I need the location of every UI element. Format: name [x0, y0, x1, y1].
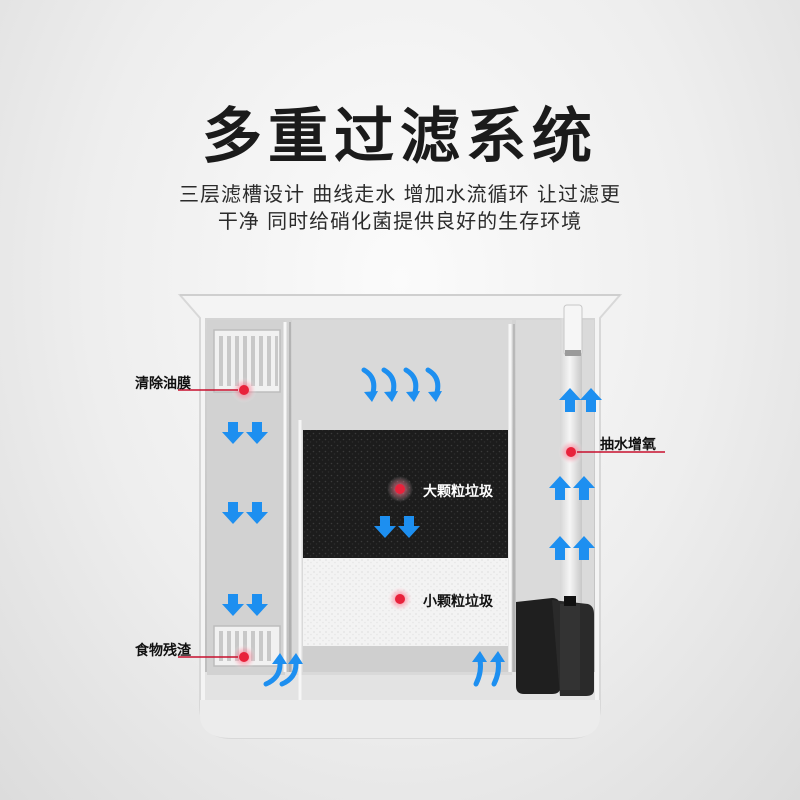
down-arrow-icon: [222, 422, 244, 444]
red-dot-marker: [558, 439, 584, 465]
up-arrow-icon: [559, 388, 581, 412]
page-title: 多重过滤系统: [202, 102, 598, 172]
curved-arrow-icon: [425, 367, 442, 402]
label-small-debris: 小颗粒垃圾: [423, 594, 493, 610]
label-pump-oxygen: 抽水增氧: [600, 437, 656, 453]
down-arrow-icon: [398, 516, 420, 538]
label-food-residue: 食物残渣: [135, 643, 191, 659]
red-dot-marker: [387, 476, 413, 502]
callout-lines: [178, 389, 665, 658]
subtitle-line-2: 干净 同时给硝化菌提供良好的生存环境: [217, 209, 583, 233]
label-oil-film: 清除油膜: [135, 376, 191, 392]
water-pump: [516, 596, 594, 696]
up-arrow-icon: [580, 388, 602, 412]
down-arrow-icon: [374, 516, 396, 538]
red-dot-marker: [231, 377, 257, 403]
curved-arrow-icon: [381, 367, 398, 402]
curved-arrow-icon: [263, 653, 287, 687]
down-arrow-icon: [246, 422, 268, 444]
curved-arrow-icon: [490, 651, 505, 687]
up-arrow-icon: [549, 536, 571, 560]
up-arrow-icon: [573, 536, 595, 560]
down-arrow-icon: [246, 502, 268, 524]
up-arrows: [549, 388, 602, 560]
down-arrows: [222, 422, 420, 616]
curved-arrow-icon: [403, 367, 420, 402]
up-arrow-icon: [549, 476, 571, 500]
curved-arrow-icon: [279, 653, 303, 687]
up-arrow-icon: [573, 476, 595, 500]
red-dot-marker: [231, 644, 257, 670]
markers: [231, 377, 584, 670]
subtitle-line-1: 三层滤槽设计 曲线走水 增加水流循环 让过滤更: [178, 182, 622, 206]
red-dot-marker: [387, 586, 413, 612]
label-large-debris: 大颗粒垃圾: [423, 484, 493, 500]
down-arrow-icon: [222, 502, 244, 524]
curved-arrow-icon: [361, 367, 378, 402]
curved-arrow-icon: [472, 651, 487, 687]
top-vent-grille: [213, 329, 281, 393]
curved-arrows: [263, 367, 505, 687]
down-arrow-icon: [246, 594, 268, 616]
down-arrow-icon: [222, 594, 244, 616]
